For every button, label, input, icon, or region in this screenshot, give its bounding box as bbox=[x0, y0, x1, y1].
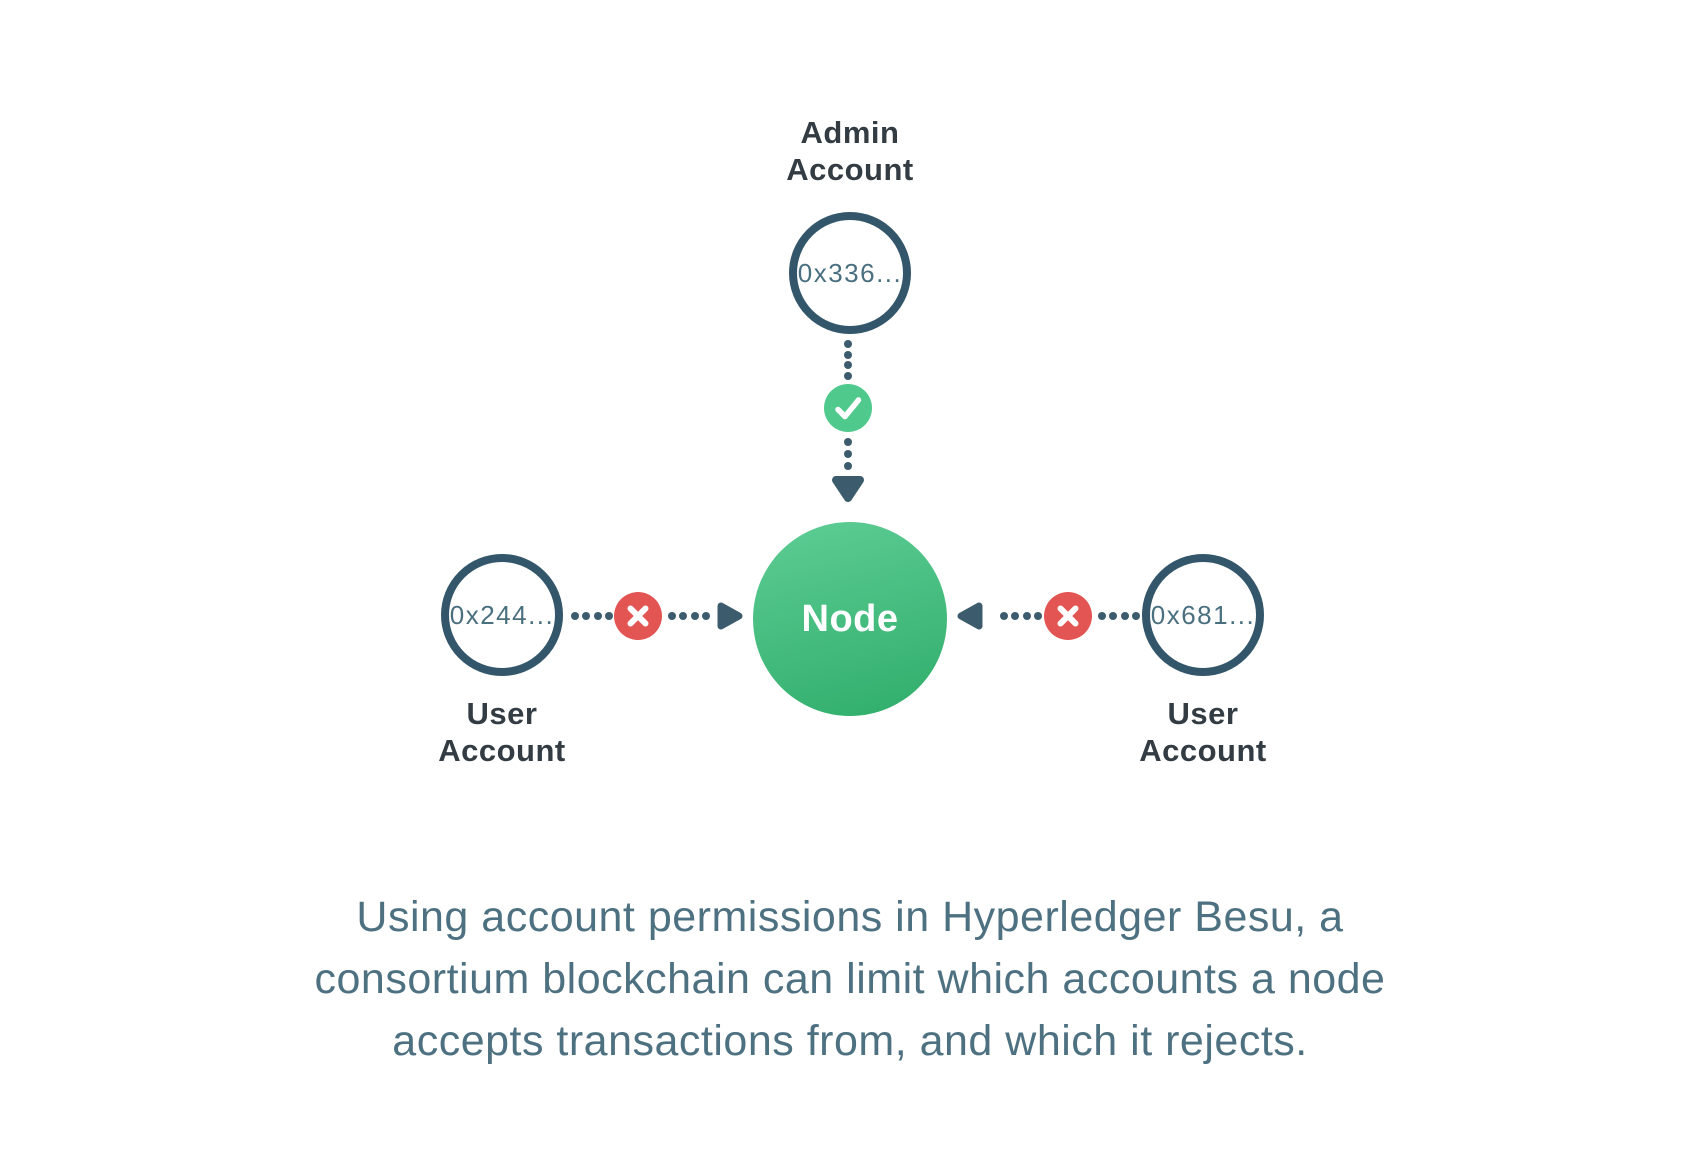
user-account-left-address: 0x244... bbox=[449, 599, 555, 630]
dot bbox=[844, 438, 852, 446]
caption-line-1: Using account permissions in Hyperledger… bbox=[356, 893, 1344, 941]
dot bbox=[844, 462, 852, 470]
allow-badge bbox=[824, 384, 872, 432]
caption-line-2: consortium blockchain can limit which ac… bbox=[314, 955, 1386, 1003]
dot bbox=[571, 612, 579, 620]
user-account-left-label-line2: Account bbox=[438, 733, 566, 768]
dot bbox=[1120, 612, 1129, 620]
dot bbox=[844, 340, 852, 348]
dot bbox=[1109, 612, 1118, 620]
reject-badge-left bbox=[614, 592, 662, 640]
dot bbox=[690, 612, 699, 620]
user-account-right-circle: 0x681... bbox=[1142, 554, 1264, 676]
dot bbox=[1000, 612, 1008, 620]
admin-account-address: 0x336... bbox=[797, 257, 903, 288]
admin-account-label-line1: Admin bbox=[800, 115, 900, 150]
cross-icon bbox=[627, 605, 649, 627]
dot bbox=[844, 350, 852, 359]
user-account-right-label: User Account bbox=[1003, 695, 1403, 769]
user-account-left-circle: 0x244... bbox=[441, 554, 563, 676]
user-account-right-label-line1: User bbox=[1167, 696, 1239, 731]
dot bbox=[582, 612, 591, 620]
admin-account-label: Admin Account bbox=[650, 114, 1050, 188]
user-account-left-label-line1: User bbox=[466, 696, 538, 731]
arrow-right-icon bbox=[714, 601, 744, 636]
admin-account-circle: 0x336... bbox=[789, 212, 911, 334]
cross-icon bbox=[1057, 605, 1079, 627]
dot bbox=[1033, 612, 1042, 620]
dot bbox=[679, 612, 688, 620]
dot bbox=[593, 612, 602, 620]
dotted-line-cross-to-node-left bbox=[668, 612, 710, 620]
dot bbox=[1022, 612, 1031, 620]
admin-account-label-line2: Account bbox=[786, 152, 914, 187]
reject-badge-right bbox=[1044, 592, 1092, 640]
arrow-down-icon bbox=[828, 474, 868, 509]
user-account-left-label: User Account bbox=[302, 695, 702, 769]
dotted-line-check-to-node bbox=[844, 438, 852, 470]
dotted-line-rightuser-to-cross bbox=[1098, 612, 1140, 620]
dot bbox=[1098, 612, 1106, 620]
node-label: Node bbox=[801, 597, 899, 640]
node-circle: Node bbox=[753, 522, 947, 716]
dot bbox=[668, 612, 676, 620]
dot bbox=[844, 361, 852, 370]
dotted-line-admin-to-check bbox=[844, 340, 852, 380]
dot bbox=[844, 371, 852, 380]
dot bbox=[1011, 612, 1020, 620]
dotted-line-cross-to-node-right bbox=[1000, 612, 1042, 620]
user-account-right-address: 0x681... bbox=[1150, 599, 1256, 630]
dotted-line-leftuser-to-cross bbox=[571, 612, 613, 620]
caption-line-3: accepts transactions from, and which it … bbox=[392, 1017, 1308, 1065]
dot bbox=[604, 612, 613, 620]
dot bbox=[844, 450, 852, 458]
checkmark-icon bbox=[835, 397, 862, 420]
dot bbox=[701, 612, 710, 620]
dot bbox=[1131, 612, 1140, 620]
caption-text: Using account permissions in Hyperledger… bbox=[0, 886, 1700, 1072]
user-account-right-label-line2: Account bbox=[1139, 733, 1267, 768]
arrow-left-icon bbox=[956, 601, 986, 636]
